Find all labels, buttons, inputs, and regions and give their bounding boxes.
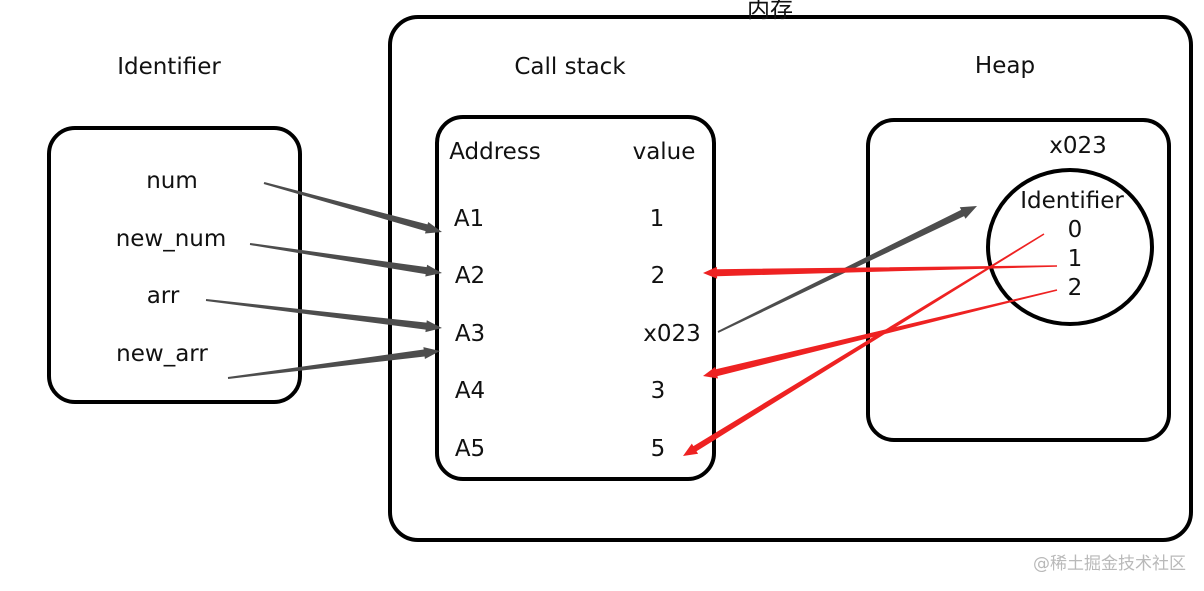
value-header: value	[633, 139, 696, 165]
call-stack-box	[435, 115, 716, 481]
address-a5: A5	[455, 436, 485, 462]
memory-box	[388, 15, 1193, 542]
value-a4: 3	[651, 378, 666, 404]
identifier-arr: arr	[147, 283, 180, 309]
arrow-index0-to-value5	[683, 233, 1045, 456]
heap-object-circle	[986, 168, 1154, 326]
address-a3: A3	[455, 321, 485, 347]
value-a1: 1	[650, 206, 665, 232]
heap-object-address: x023	[1049, 133, 1107, 159]
heap-object-title: Identifier	[1020, 188, 1124, 214]
value-a5: 5	[651, 436, 666, 462]
value-a3: x023	[643, 321, 701, 347]
memory-title: 内存	[747, 0, 793, 23]
arrow-new-arr-to-a3	[227, 347, 440, 379]
identifier-title: Identifier	[117, 54, 221, 80]
value-a2: 2	[651, 263, 666, 289]
address-a2: A2	[455, 263, 485, 289]
call-stack-title: Call stack	[514, 54, 626, 80]
heap-title: Heap	[975, 53, 1035, 79]
arrow-new-num-to-a2	[249, 243, 442, 277]
arrows-layer	[205, 182, 1058, 456]
address-header: Address	[449, 139, 541, 165]
arrow-num-to-a1	[263, 182, 442, 234]
heap-index-1: 1	[1068, 246, 1083, 272]
heap-box	[866, 118, 1171, 442]
heap-index-2: 2	[1068, 275, 1083, 301]
address-a1: A1	[454, 206, 484, 232]
identifier-num: num	[146, 168, 198, 194]
identifier-new-arr: new_arr	[116, 341, 208, 367]
identifier-box	[47, 126, 302, 404]
arrow-arr-to-a3	[205, 299, 442, 333]
watermark: @稀土掘金技术社区	[1033, 554, 1186, 574]
arrow-index1-to-value2	[703, 265, 1057, 279]
identifier-new-num: new_num	[116, 226, 227, 252]
address-a4: A4	[455, 378, 485, 404]
heap-index-0: 0	[1068, 217, 1083, 243]
